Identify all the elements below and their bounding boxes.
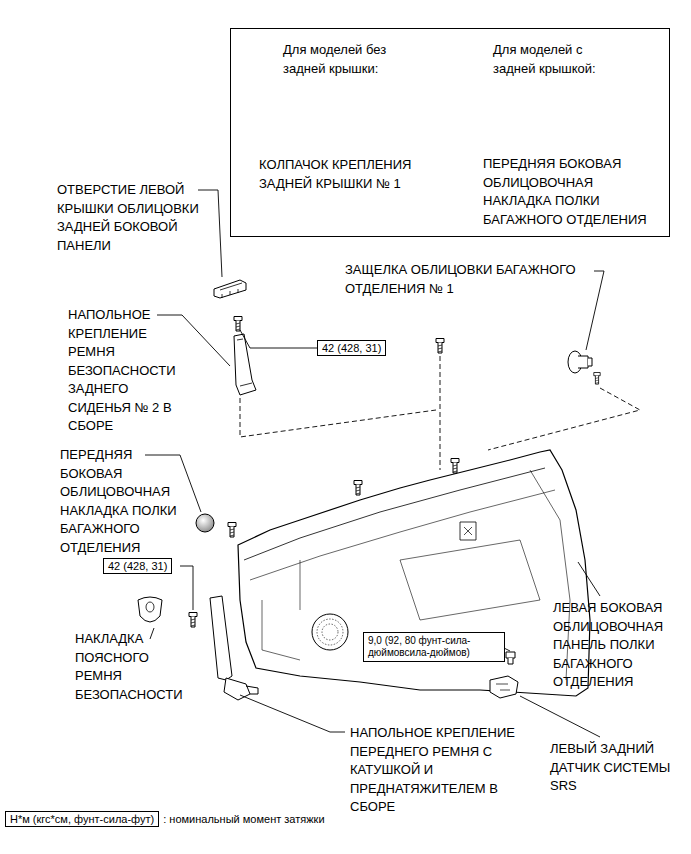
- exploded-view: [234, 317, 242, 332]
- clip: [588, 358, 592, 366]
- exploded-view: [436, 339, 444, 354]
- legend-note: : номинальный момент затяжки: [163, 813, 324, 825]
- leader-line: [240, 330, 317, 348]
- trim-panel: [317, 619, 343, 645]
- hole-cover: [214, 280, 246, 298]
- trim-panel: [250, 490, 555, 580]
- exploded-view: [594, 373, 600, 385]
- belt-anchor: [237, 339, 252, 386]
- trim-panel: [238, 450, 590, 696]
- leader-line: [578, 562, 600, 596]
- belt-anchor: [210, 596, 232, 680]
- belt-anchor: [246, 686, 258, 694]
- part-label: НАПОЛЬНОЕ КРЕПЛЕНИЕ ПЕРЕДНЕГО РЕМНЯ С КА…: [350, 724, 528, 817]
- part-label: ЗАЩЕЛКА ОБЛИЦОВКИ БАГАЖНОГО ОТДЕЛЕНИЯ № …: [345, 261, 595, 298]
- leader-line: [586, 271, 604, 350]
- leader-line: [180, 566, 193, 610]
- srs-sensor: [490, 676, 518, 698]
- clip: [568, 351, 592, 373]
- part-label: НАКЛАДКА ПОЯСНОГО РЕМНЯ БЕЗОПАСНОСТИ: [75, 630, 187, 704]
- trim-panel: [312, 614, 348, 650]
- leader-line: [240, 695, 345, 732]
- nut: [506, 652, 515, 664]
- nut: [508, 658, 513, 664]
- guide-line: [240, 356, 640, 470]
- box-text: 42 (428, 31): [108, 560, 167, 572]
- belt-anchor: [234, 334, 256, 395]
- trim-panel: [460, 522, 476, 540]
- exploded-view: [354, 481, 362, 496]
- exploded-view: [189, 613, 197, 628]
- trim-panel: [262, 560, 300, 660]
- leader-line: [157, 315, 230, 366]
- box-text: 9,0 (92, 80 фунт-сила- дюймовсила-дюймов…: [368, 635, 500, 659]
- exploded-view: [451, 459, 459, 474]
- guide-line: [488, 388, 640, 450]
- clip: [578, 356, 588, 368]
- belt-cover: [138, 597, 162, 622]
- box-text: Н*м (кгс*см, фунт-сила-фут): [10, 813, 154, 825]
- trim-panel: [400, 540, 540, 620]
- trim-panel: [322, 624, 338, 640]
- guide-line: [440, 356, 441, 470]
- trim-cap: [196, 514, 214, 532]
- belt-anchor: [224, 678, 250, 700]
- trim-panel: [464, 527, 472, 535]
- trim-panel: [238, 450, 590, 696]
- guide-line: [240, 398, 436, 437]
- nut: [506, 652, 515, 658]
- srs-sensor: [496, 684, 510, 690]
- part-label: ОТВЕРСТИЕ ЛЕВОЙ КРЫШКИ ОБЛИЦОВКИ ЗАДНЕЙ …: [57, 181, 215, 255]
- torque-box: 9,0 (92, 80 фунт-сила- дюймовсила-дюймов…: [363, 632, 505, 662]
- hole-cover: [214, 280, 246, 298]
- box-text: 42 (428, 31): [322, 342, 381, 354]
- belt-anchor: [210, 596, 258, 700]
- leader-line: [520, 696, 600, 737]
- belt-cover: [138, 597, 162, 622]
- part-label: ЛЕВЫЙ ЗАДНИЙ ДАТЧИК СИСТЕМЫ SRS: [550, 740, 684, 796]
- torque-box: 42 (428, 31): [317, 340, 386, 356]
- part-name: КОЛПАЧОК КРЕПЛЕНИЯ ЗАДНЕЙ КРЫШКИ № 1: [259, 156, 431, 193]
- leader-line: [198, 190, 222, 277]
- part-label: ПЕРЕДНЯЯ БОКОВАЯ ОБЛИЦОВОЧНАЯ НАКЛАДКА П…: [60, 446, 188, 557]
- belt-anchor: [234, 334, 256, 395]
- torque-box: 42 (428, 31): [103, 558, 172, 574]
- variant-heading: Для моделей с задней крышкой:: [493, 41, 611, 78]
- belt-cover: [146, 602, 154, 612]
- variant-frame: Для моделей без задней крышки: Для моделе…: [230, 28, 670, 237]
- torque-legend-box: Н*м (кгс*см, фунт-сила-фут): [5, 811, 159, 827]
- variant-heading: Для моделей без задней крышки:: [283, 41, 401, 78]
- part-label: НАПОЛЬНОЕ КРЕПЛЕНИЕ РЕМНЯ БЕЗОПАСНОСТИ З…: [68, 306, 184, 436]
- hole-cover: [220, 283, 242, 298]
- trim-panel: [244, 468, 545, 560]
- leader-line: [145, 190, 604, 737]
- part-label: ЛЕВАЯ БОКОВАЯ ОБЛИЦОВОЧНАЯ ПАНЕЛЬ ПОЛКИ …: [553, 599, 678, 692]
- leader-line: [150, 628, 154, 639]
- srs-sensor: [490, 676, 518, 698]
- exploded-view: [228, 523, 236, 538]
- part-name: ПЕРЕДНЯЯ БОКОВАЯ ОБЛИЦОВОЧНАЯ НАКЛАДКА П…: [483, 155, 664, 229]
